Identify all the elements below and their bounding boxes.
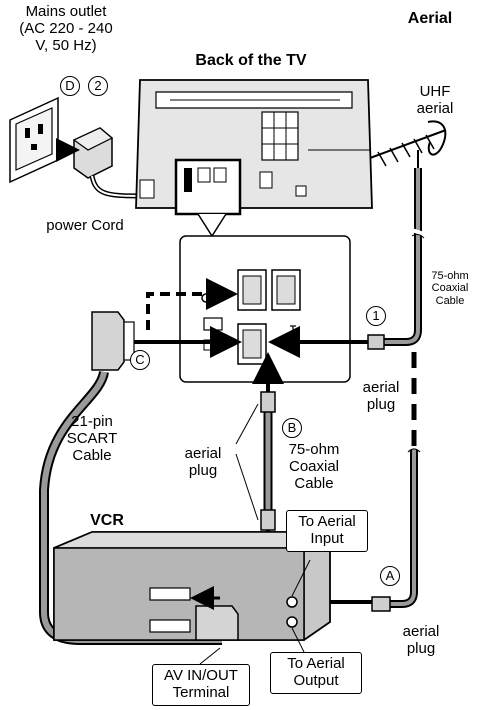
- marker-2: 2: [88, 76, 108, 96]
- back-of-tv-title: Back of the TV: [195, 52, 307, 69]
- vcr-box: [53, 531, 333, 641]
- aerial-plug-label-left: aerial plug: [184, 445, 222, 479]
- marker-c: C: [130, 350, 150, 370]
- marker-1: 1: [366, 306, 386, 326]
- marker-a: A: [380, 566, 400, 586]
- power-cord-label: power Cord: [46, 217, 124, 234]
- mains-outlet-label: Mains outlet (AC 220 - 240 V, 50 Hz): [19, 3, 113, 54]
- power-plug: [56, 127, 114, 179]
- to-aerial-input-box: [286, 510, 368, 552]
- uhf-aerial-antenna: [369, 120, 447, 168]
- scart-connector-tv: [91, 311, 135, 371]
- to-aerial-input-label: To Aerial Input: [298, 513, 356, 547]
- aerial-plug-b-bottom: [260, 509, 276, 531]
- av-in-out-label: AV IN/OUT Terminal: [164, 667, 238, 701]
- scart-cable-label: 21-pin SCART Cable: [66, 413, 118, 464]
- aerial-plug-b-top: [260, 391, 276, 413]
- to-aerial-output-label: To Aerial Output: [287, 655, 345, 689]
- scart-connector-vcr: [195, 605, 239, 641]
- aerial-title: Aerial: [407, 10, 453, 27]
- coaxial-cable-label-small: 75-ohm Coaxial Cable: [431, 270, 469, 307]
- aerial-plug-label-bottom: aerial plug: [402, 623, 440, 657]
- tv-back-panel: [135, 79, 373, 216]
- aerial-plug-1: [367, 334, 385, 350]
- mains-outlet-socket: [9, 96, 59, 184]
- marker-b: B: [282, 418, 302, 438]
- av-in-out-box: [152, 664, 250, 706]
- vcr-label: VCR: [90, 512, 124, 529]
- to-aerial-output-box: [270, 652, 362, 694]
- coaxial-cable-label-large: 75-ohm Coaxial Cable: [288, 441, 340, 492]
- aerial-plug-label-right: aerial plug: [362, 379, 400, 413]
- aerial-plug-a: [371, 596, 391, 612]
- marker-d: D: [60, 76, 80, 96]
- uhf-aerial-label: UHF aerial: [416, 83, 454, 117]
- terminal-panel-zoom: [179, 235, 351, 383]
